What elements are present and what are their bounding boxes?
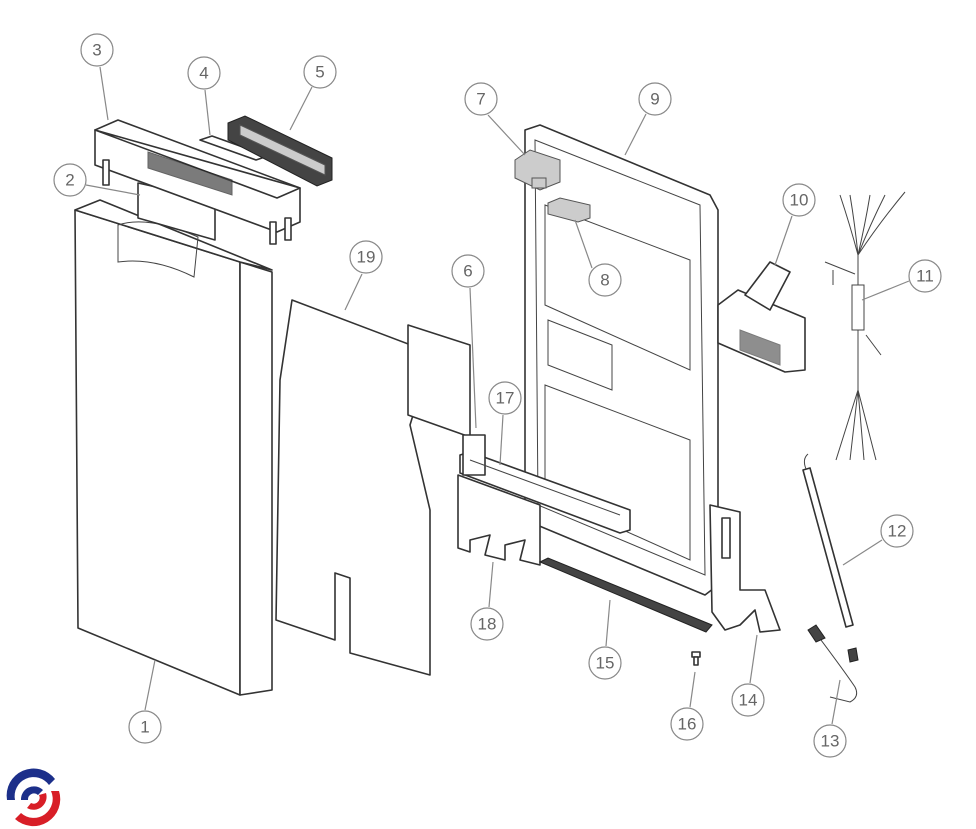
callout-number: 14 [739, 691, 758, 710]
callout-number: 12 [888, 522, 907, 541]
callout-19: 19 [349, 240, 383, 274]
callout-number: 5 [315, 63, 324, 82]
callout-6: 6 [451, 254, 485, 288]
part-hinge-left [457, 474, 541, 566]
callout-5: 5 [303, 55, 337, 89]
callout-number: 16 [678, 715, 697, 734]
callout-11: 11 [908, 259, 942, 293]
callout-number: 6 [463, 262, 472, 281]
callout-number: 4 [199, 64, 208, 83]
callout-number: 8 [600, 271, 609, 290]
part-inner-door [524, 124, 719, 596]
callout-18: 18 [470, 607, 504, 641]
callout-17: 17 [488, 381, 522, 415]
part-rod [802, 453, 854, 628]
callout-3: 3 [80, 33, 114, 67]
callout-number: 2 [65, 171, 74, 190]
callout-4: 4 [187, 56, 221, 90]
callout-number: 15 [596, 654, 615, 673]
part-sensor-cable [807, 624, 859, 703]
part-wire-harness [824, 191, 906, 461]
callout-12: 12 [880, 514, 914, 548]
brand-logo [6, 768, 61, 827]
leader-lines [85, 66, 910, 725]
callout-number: 10 [790, 191, 809, 210]
part-dispenser [514, 149, 561, 191]
callout-15: 15 [588, 646, 622, 680]
part-screw [691, 651, 701, 666]
callout-1: 1 [128, 710, 162, 744]
callout-number: 18 [478, 615, 497, 634]
callout-2: 2 [53, 163, 87, 197]
callout-number: 11 [916, 267, 934, 286]
part-rinse-aid [547, 197, 591, 223]
callout-8: 8 [588, 263, 622, 297]
callout-16: 16 [670, 707, 704, 741]
callout-number: 13 [821, 732, 840, 751]
callout-number: 19 [357, 248, 376, 267]
part-control-board [227, 115, 333, 187]
callout-number: 17 [496, 389, 515, 408]
part-rail [459, 434, 631, 534]
callout-7: 7 [464, 82, 498, 116]
callout-number: 9 [650, 90, 659, 109]
part-door-panel [74, 199, 273, 696]
callout-number: 7 [476, 90, 485, 109]
part-control-panel [94, 119, 301, 245]
part-hinge-right [709, 504, 781, 633]
callout-14: 14 [731, 683, 765, 717]
callout-10: 10 [782, 183, 816, 217]
callout-9: 9 [638, 82, 672, 116]
part-bottom-trim [538, 557, 713, 633]
callout-number: 3 [92, 41, 101, 60]
callout-13: 13 [813, 724, 847, 758]
part-pad [407, 324, 471, 438]
callout-number: 1 [140, 718, 149, 737]
part-door-latch-module [717, 261, 806, 373]
